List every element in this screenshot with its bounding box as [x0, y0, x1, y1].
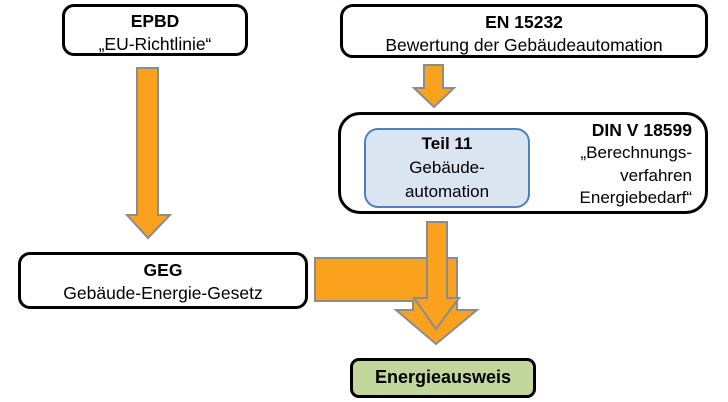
- din18599-quote-line1: „Berechnungs-: [580, 143, 692, 162]
- en15232-node: EN 15232 Bewertung der Gebäudeautomation: [340, 4, 708, 58]
- en15232-subtitle: Bewertung der Gebäudeautomation: [385, 35, 663, 55]
- arrow-en15232-to-din18599: [411, 64, 457, 109]
- en15232-title: EN 15232: [485, 12, 563, 32]
- din18599-node: Teil 11 Gebäude- automation DIN V 18599 …: [338, 112, 708, 214]
- epbd-title: EPBD: [130, 11, 180, 31]
- energieausweis-node: Energieausweis: [350, 358, 536, 398]
- epbd-node: EPBD „EU-Richtlinie“: [62, 4, 248, 56]
- din18599-quote-line2: verfahren: [620, 165, 692, 185]
- geg-title: GEG: [143, 260, 183, 280]
- geg-subtitle: Gebäude-Energie-Gesetz: [63, 283, 263, 303]
- teil11-title: Teil 11: [421, 134, 473, 153]
- epbd-subtitle: „EU-Richtlinie“: [98, 34, 212, 54]
- teil11-node: Teil 11 Gebäude- automation: [364, 128, 530, 208]
- geg-node: GEG Gebäude-Energie-Gesetz: [18, 252, 308, 309]
- energieausweis-label: Energieausweis: [374, 367, 512, 387]
- din18599-label: DIN V 18599 „Berechnungs- verfahren Ener…: [580, 119, 692, 210]
- arrow-epbd-to-geg: [124, 67, 173, 240]
- teil11-line2: automation: [404, 182, 490, 201]
- arrow-teil11-to-energieausweis: [412, 221, 461, 331]
- din18599-title: DIN V 18599: [591, 120, 692, 140]
- din18599-quote-line3: Energiebedarf“: [579, 188, 692, 207]
- teil11-line1: Gebäude-: [409, 158, 485, 177]
